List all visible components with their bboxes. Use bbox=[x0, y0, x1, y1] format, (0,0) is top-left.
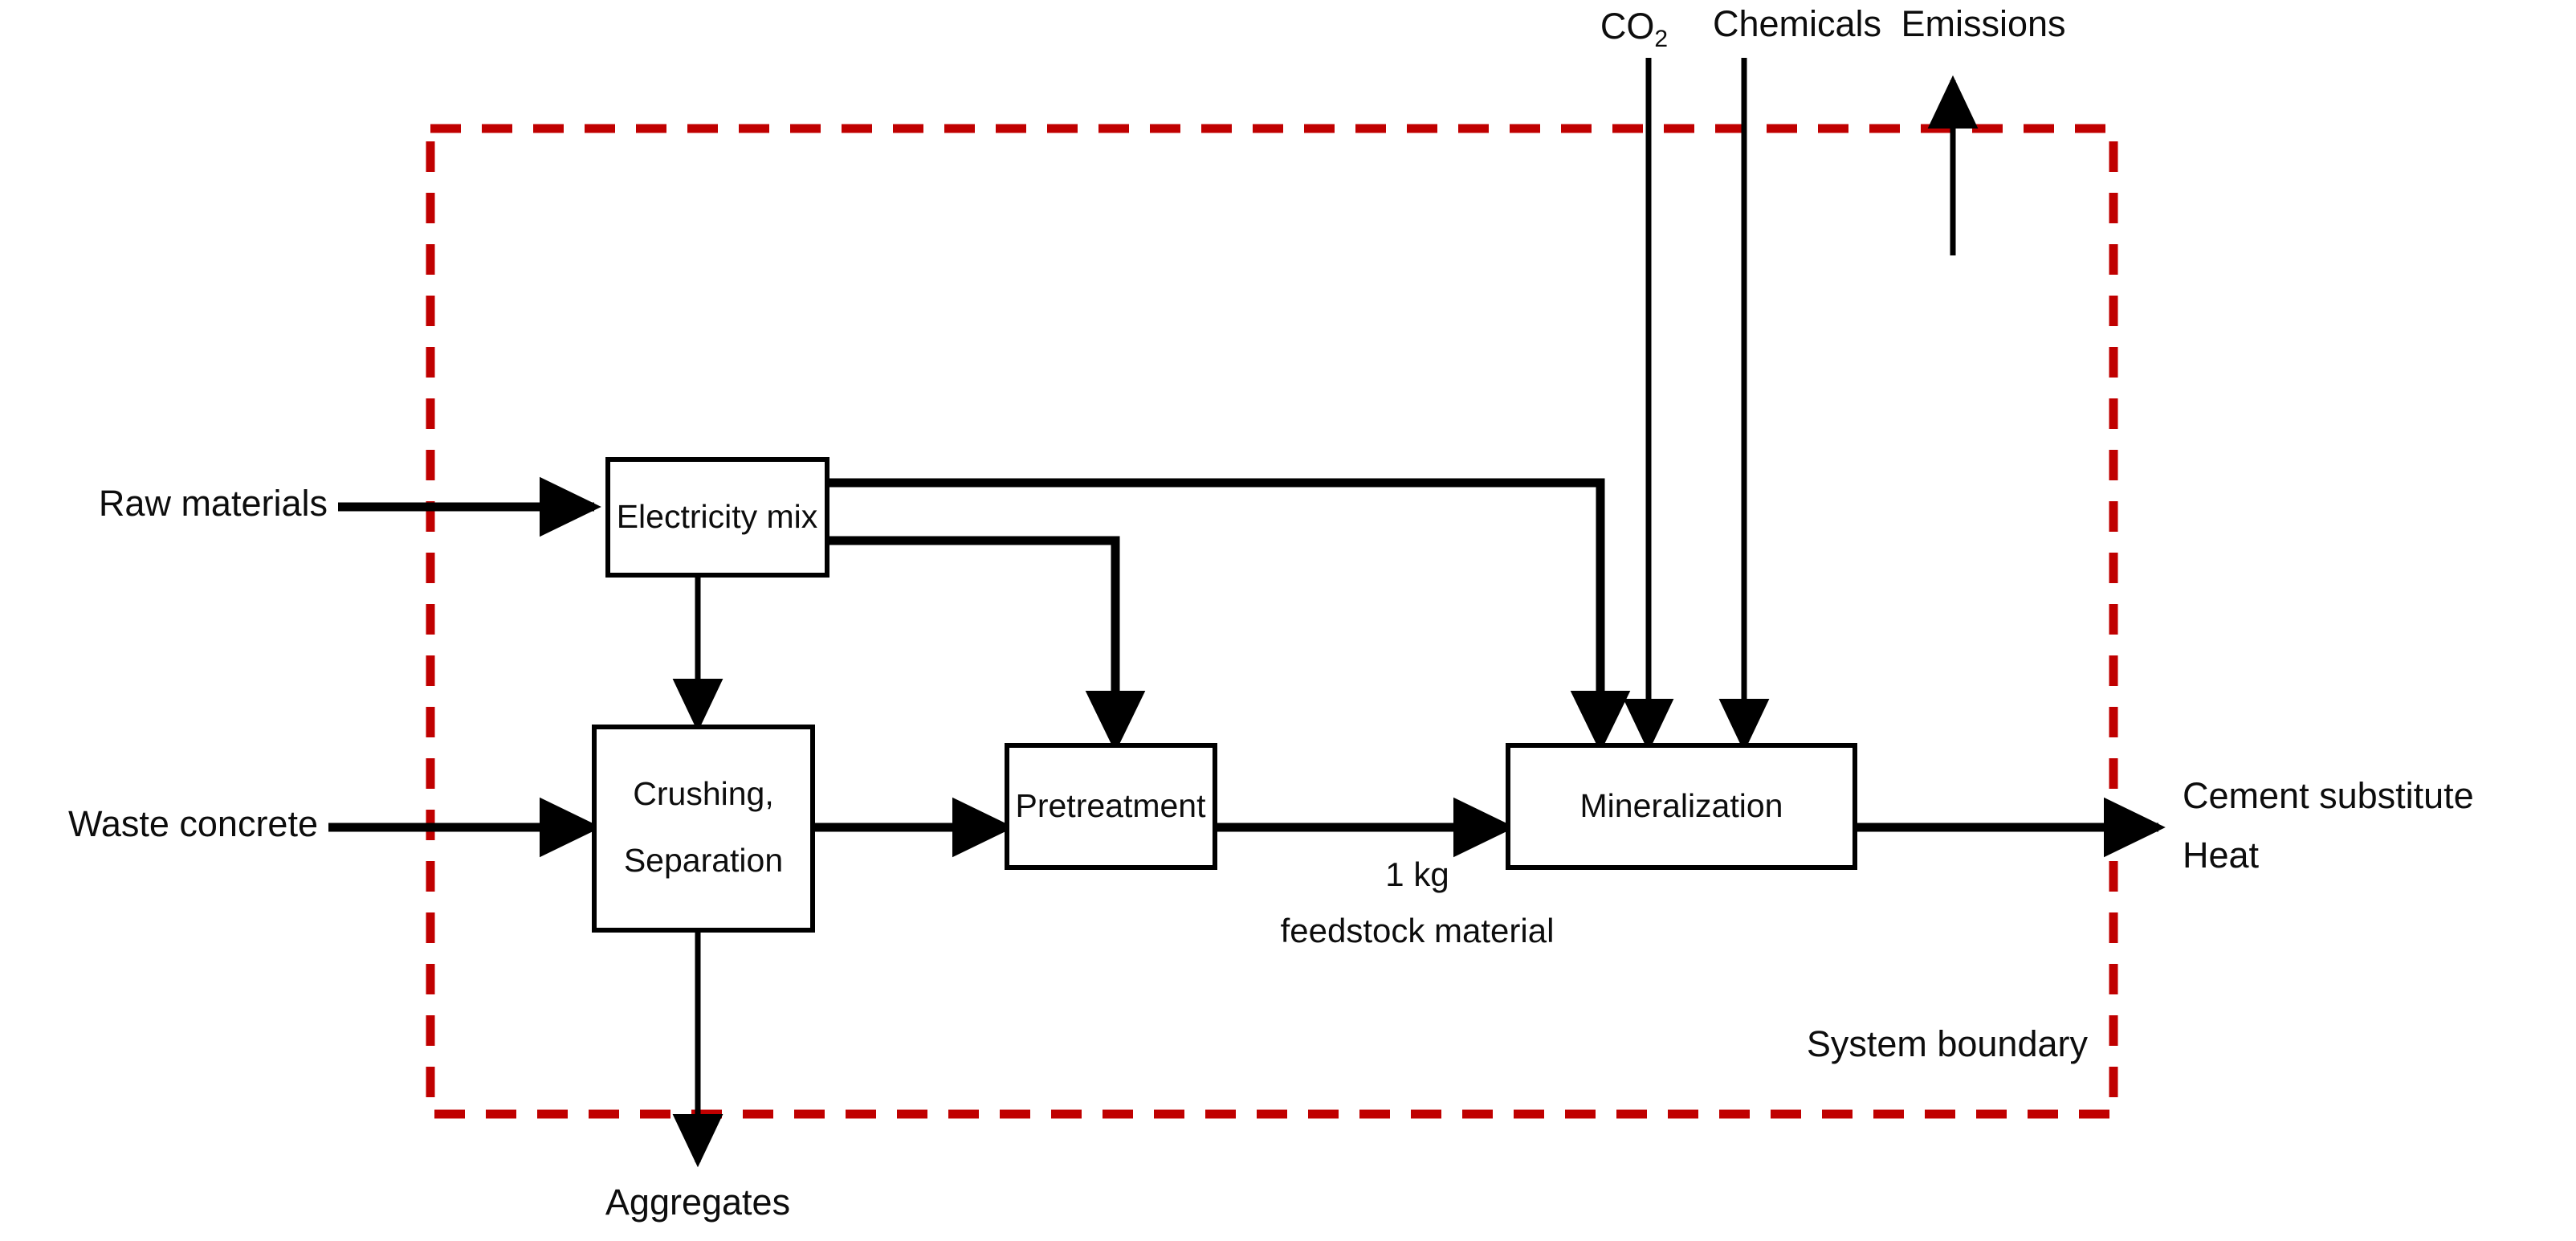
process-label-mineralization: Mineralization bbox=[1580, 787, 1783, 824]
flow-annotation-quantity: 1 kg bbox=[1385, 855, 1449, 893]
output-label-aggregates: Aggregates bbox=[605, 1182, 790, 1223]
system-boundary-label: System boundary bbox=[1807, 1023, 2089, 1064]
input-label-waste-concrete: Waste concrete bbox=[68, 803, 318, 844]
input-label-raw-materials: Raw materials bbox=[99, 483, 328, 524]
co2-subscript: 2 bbox=[1654, 26, 1668, 52]
input-label-chemicals: Chemicals bbox=[1713, 3, 1881, 44]
process-box-electricity-mix[interactable]: Electricity mix bbox=[605, 457, 829, 578]
system-boundary bbox=[426, 124, 2118, 1119]
process-box-mineralization[interactable]: Mineralization bbox=[1506, 743, 1857, 870]
output-label-cement-substitute: Cement substitute bbox=[2183, 775, 2474, 816]
flow-electricity-to-pretreatment bbox=[827, 536, 1146, 753]
process-label-electricity-mix: Electricity mix bbox=[617, 498, 818, 535]
output-label-heat: Heat bbox=[2183, 835, 2260, 876]
flow-electricity-to-mineralization bbox=[827, 478, 1631, 753]
process-label-separation: Separation bbox=[624, 842, 783, 879]
process-box-pretreatment[interactable]: Pretreatment bbox=[1005, 743, 1217, 870]
process-label-pretreatment: Pretreatment bbox=[1016, 787, 1207, 824]
output-label-emissions: Emissions bbox=[1901, 3, 2065, 44]
input-label-co2: CO2 bbox=[1600, 6, 1668, 52]
process-label-crushing: Crushing, bbox=[633, 775, 773, 812]
co2-text: CO bbox=[1600, 6, 1655, 47]
flow-annotation-material: feedstock material bbox=[1281, 912, 1555, 949]
process-box-crushing-separation[interactable]: Crushing, Separation bbox=[592, 725, 815, 933]
